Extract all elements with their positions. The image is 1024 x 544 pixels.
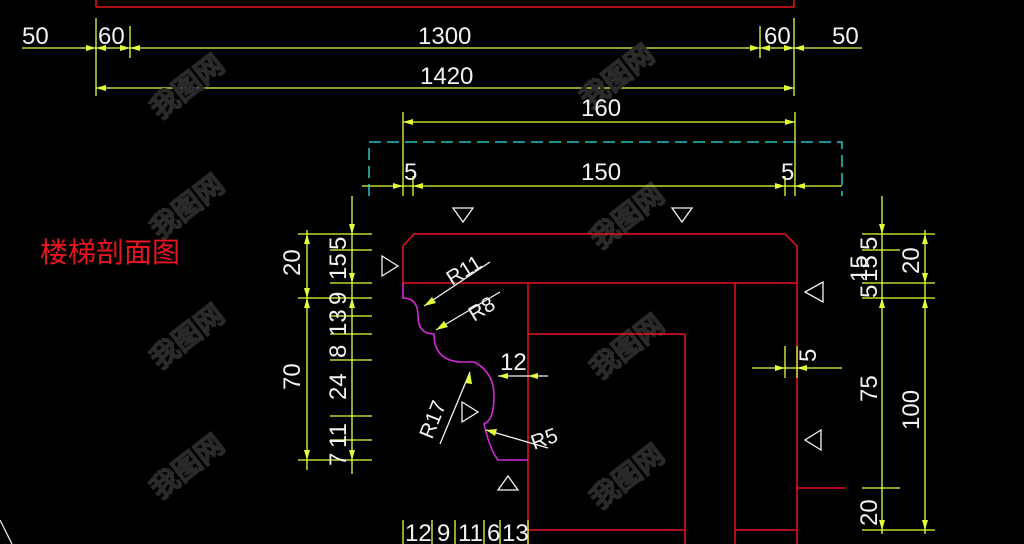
watermark-8: 我图网 [584, 438, 671, 516]
left-dimension-chain [298, 196, 372, 474]
dim-bottom-12: 12 [405, 520, 432, 544]
tread-dimension-arrows [393, 119, 805, 189]
dim-right-100: 100 [898, 390, 925, 430]
dim-right-75: 75 [856, 375, 883, 402]
dim-top-50-right: 50 [832, 23, 859, 50]
dim-bottom-6: 6 [487, 520, 500, 544]
section-markers [381, 207, 824, 491]
dim-nosing-5-left: 5 [404, 159, 417, 186]
dim-left-8: 8 [325, 345, 352, 358]
label-r17: R17 [415, 398, 451, 442]
dim-left-70: 70 [279, 363, 306, 390]
watermark-5: 我图网 [144, 298, 231, 376]
dim-left-7: 7 [325, 453, 352, 466]
label-r5: R5 [528, 424, 561, 455]
top-frame-lines [95, 0, 795, 8]
dim-top-60-left: 60 [98, 23, 125, 50]
dim-tread-160: 160 [581, 95, 621, 122]
dim-mid-12: 12 [500, 349, 527, 376]
watermark-3: 我图网 [144, 168, 231, 246]
top-dimension-chain [22, 18, 862, 96]
dim-left-11: 11 [325, 423, 352, 448]
dim-right-5a: 5 [856, 237, 883, 250]
bottom-dimension-ticks [402, 520, 529, 544]
top-dimension-arrows [86, 45, 804, 91]
label-r11: R11 [442, 251, 486, 290]
radius-arrows [424, 297, 538, 436]
dim-right-15b: 15 [846, 255, 873, 282]
tread-dimension-lines [362, 112, 842, 196]
radius-leaders [423, 261, 549, 449]
dim-right-20-bottom: 20 [856, 499, 883, 526]
right-dimension-chain [752, 196, 935, 534]
dim-right-15: 15 [856, 255, 883, 282]
dim-left-9: 9 [325, 292, 352, 305]
left-edge-line [0, 519, 13, 544]
extension-lines [368, 141, 843, 196]
dim-left-5: 5 [325, 237, 352, 250]
dim-right-5b: 5 [856, 285, 883, 298]
dim-right-20-top: 20 [898, 247, 925, 274]
dim-bottom-11: 11 [458, 520, 483, 544]
molding-profile [402, 283, 528, 461]
dim-bottom-13: 13 [502, 520, 529, 544]
dim-left-15: 15 [325, 253, 352, 280]
watermark-1: 我图网 [144, 48, 231, 126]
dim-top-60-right: 60 [764, 23, 791, 50]
watermark-7: 我图网 [144, 428, 231, 506]
dim-left-13: 13 [325, 309, 352, 336]
dim-top-1300: 1300 [418, 23, 471, 50]
left-dimension-arrows [304, 224, 355, 460]
drawing-title: 楼梯剖面图 [40, 236, 180, 269]
dim-tread-150: 150 [581, 159, 621, 186]
watermark-4: 我图网 [584, 178, 671, 256]
label-r8: R8 [464, 293, 499, 327]
dim-bottom-9: 9 [437, 520, 450, 544]
right-dimension-arrows [775, 224, 928, 530]
dim-top-50-left: 50 [22, 23, 49, 50]
dim-left-20: 20 [279, 249, 306, 276]
dim-right-gap-5: 5 [795, 349, 822, 362]
dim-total-1420: 1420 [420, 63, 473, 90]
stair-profile [402, 233, 845, 544]
watermark-6: 我图网 [584, 308, 671, 386]
dim-left-24: 24 [325, 373, 352, 400]
dim-nosing-5-right: 5 [781, 159, 794, 186]
